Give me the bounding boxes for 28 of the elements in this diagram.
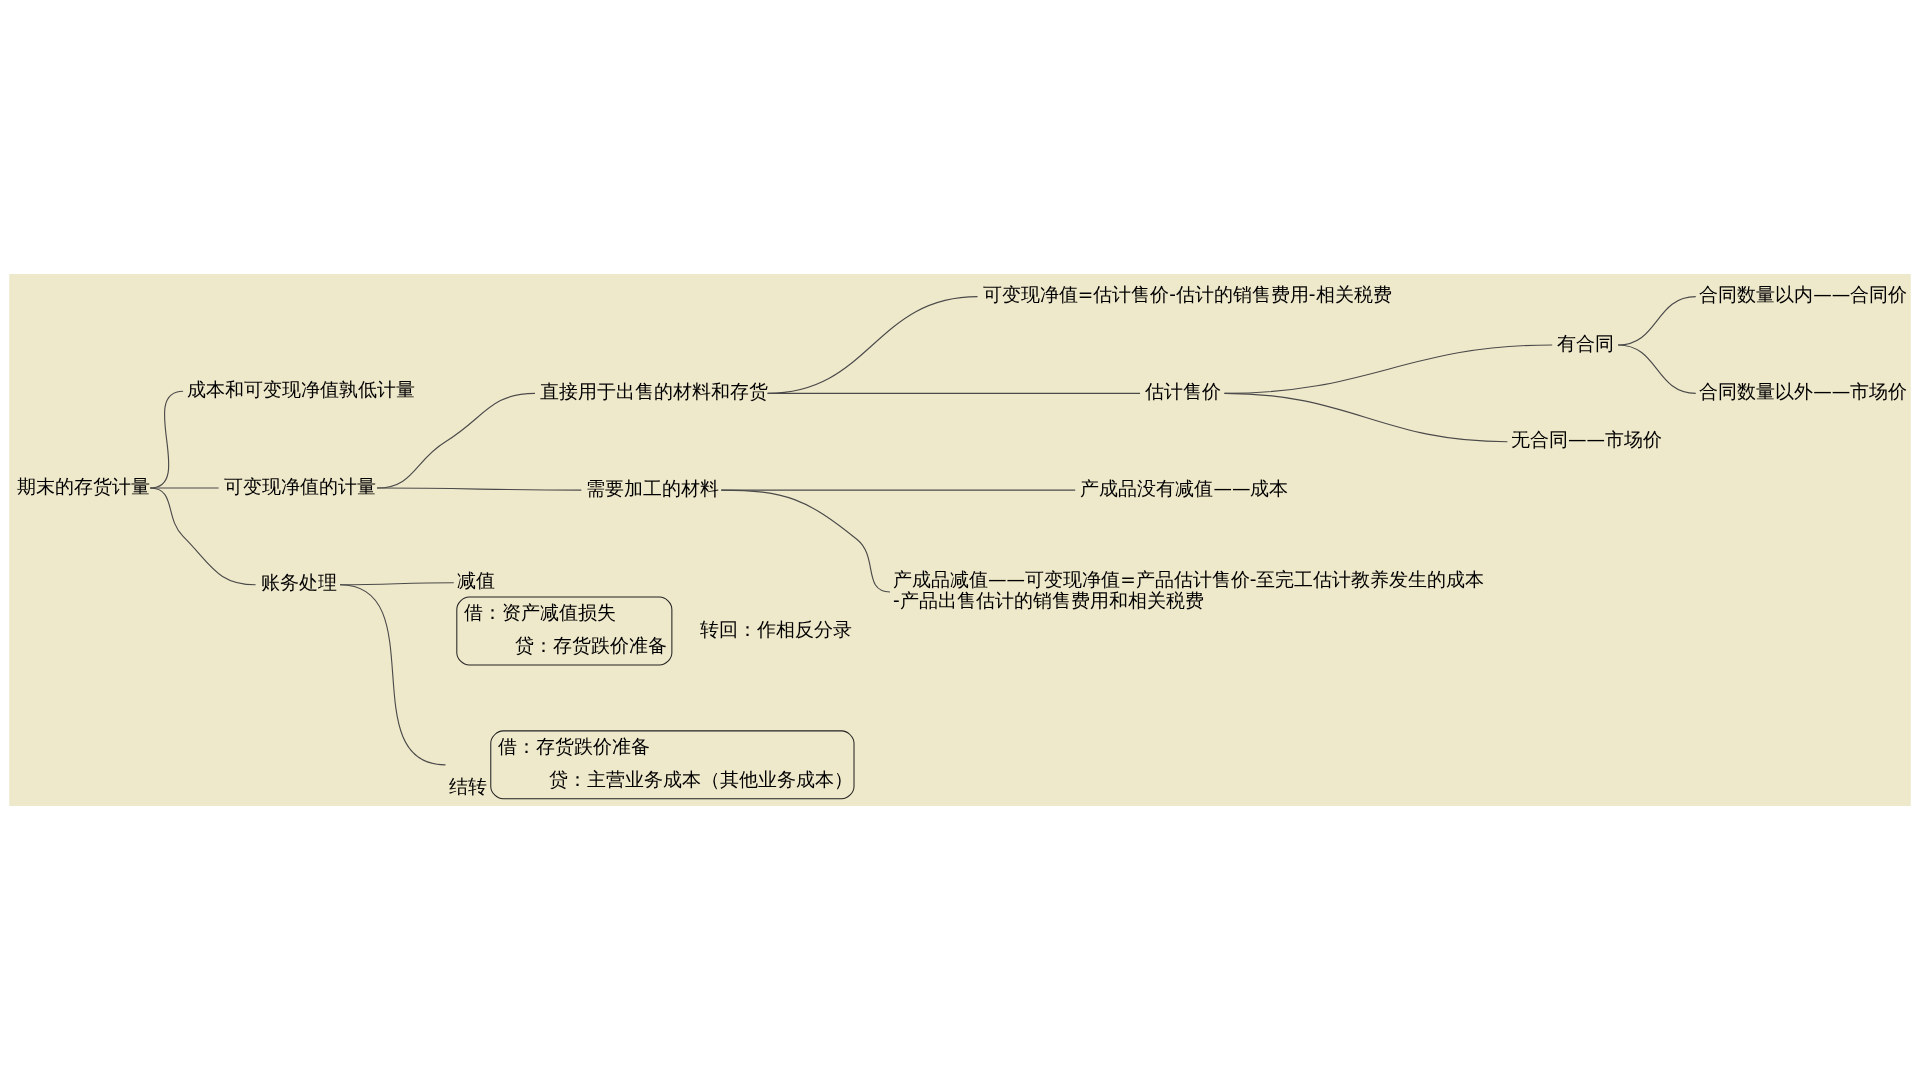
node-text: 估计售价 (1145, 380, 1222, 402)
node-text: 有合同 (1557, 332, 1615, 354)
node-text: 产成品没有减值——成本 (1080, 477, 1289, 499)
node-text: 需要加工的材料 (586, 477, 720, 499)
connector (767, 392, 1141, 394)
node-text: 产成品减值——可变现净值=产品估计售价-至完工估计教养发生的成本-产品出售估计的销售费用和相关税费 (893, 569, 1485, 611)
node-box: 借：存货跌价准备 贷：主营业务成本（其他业务成本） (490, 730, 855, 800)
connector (339, 584, 447, 766)
node-box: 借：资产减值损失 贷：存货跌价准备 (456, 596, 673, 666)
node-text: 可变现净值=估计售价-估计的销售费用-相关税费 (982, 284, 1392, 306)
node-text: 无合同——市场价 (1511, 429, 1663, 451)
node-text: 可变现净值的计量 (223, 475, 376, 497)
node-text: 合同数量以外——市场价 (1699, 380, 1908, 402)
node-text: 账务处理 (260, 572, 337, 594)
connector (1617, 296, 1697, 346)
node-text: 合同数量以内——合同价 (1699, 284, 1908, 306)
node-label: 结转 (448, 776, 487, 798)
node-text: 期末的存货计量 (16, 475, 150, 497)
node-label: 转回：作相反分录 (699, 618, 852, 640)
node-text: 直接用于出售的材料和存货 (540, 380, 769, 402)
node-label: 减值 (456, 570, 495, 592)
connector (1617, 344, 1697, 394)
connector (149, 487, 257, 586)
connector (1223, 392, 1508, 443)
connector (149, 487, 220, 489)
connector (376, 487, 582, 491)
node-text: 成本和可变现净值孰低计量 (186, 378, 415, 400)
connector (720, 489, 891, 593)
